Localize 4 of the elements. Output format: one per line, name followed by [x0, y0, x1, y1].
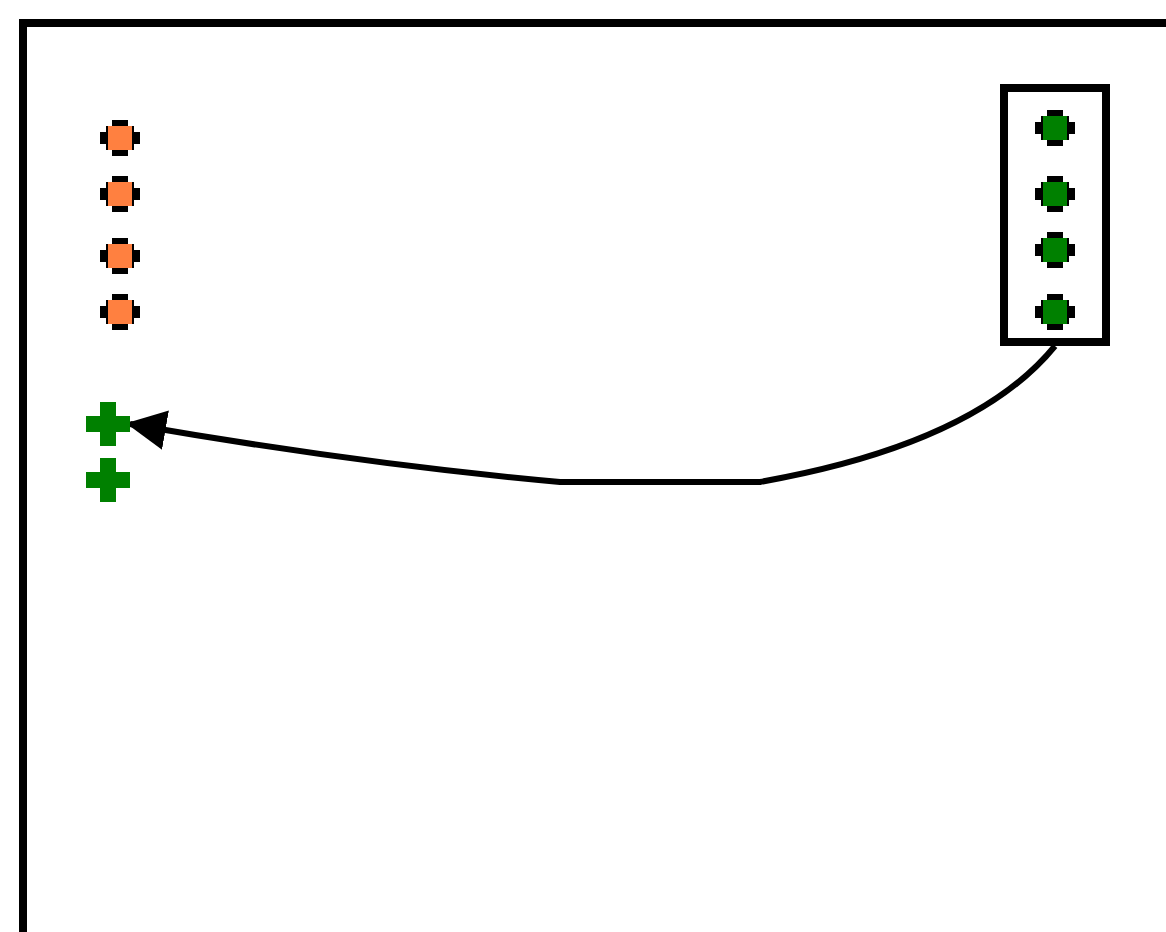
curved-arrow: [126, 344, 1058, 485]
group-box: [1000, 84, 1110, 346]
cross-marker: [86, 458, 130, 502]
cross-marker: [86, 402, 130, 446]
